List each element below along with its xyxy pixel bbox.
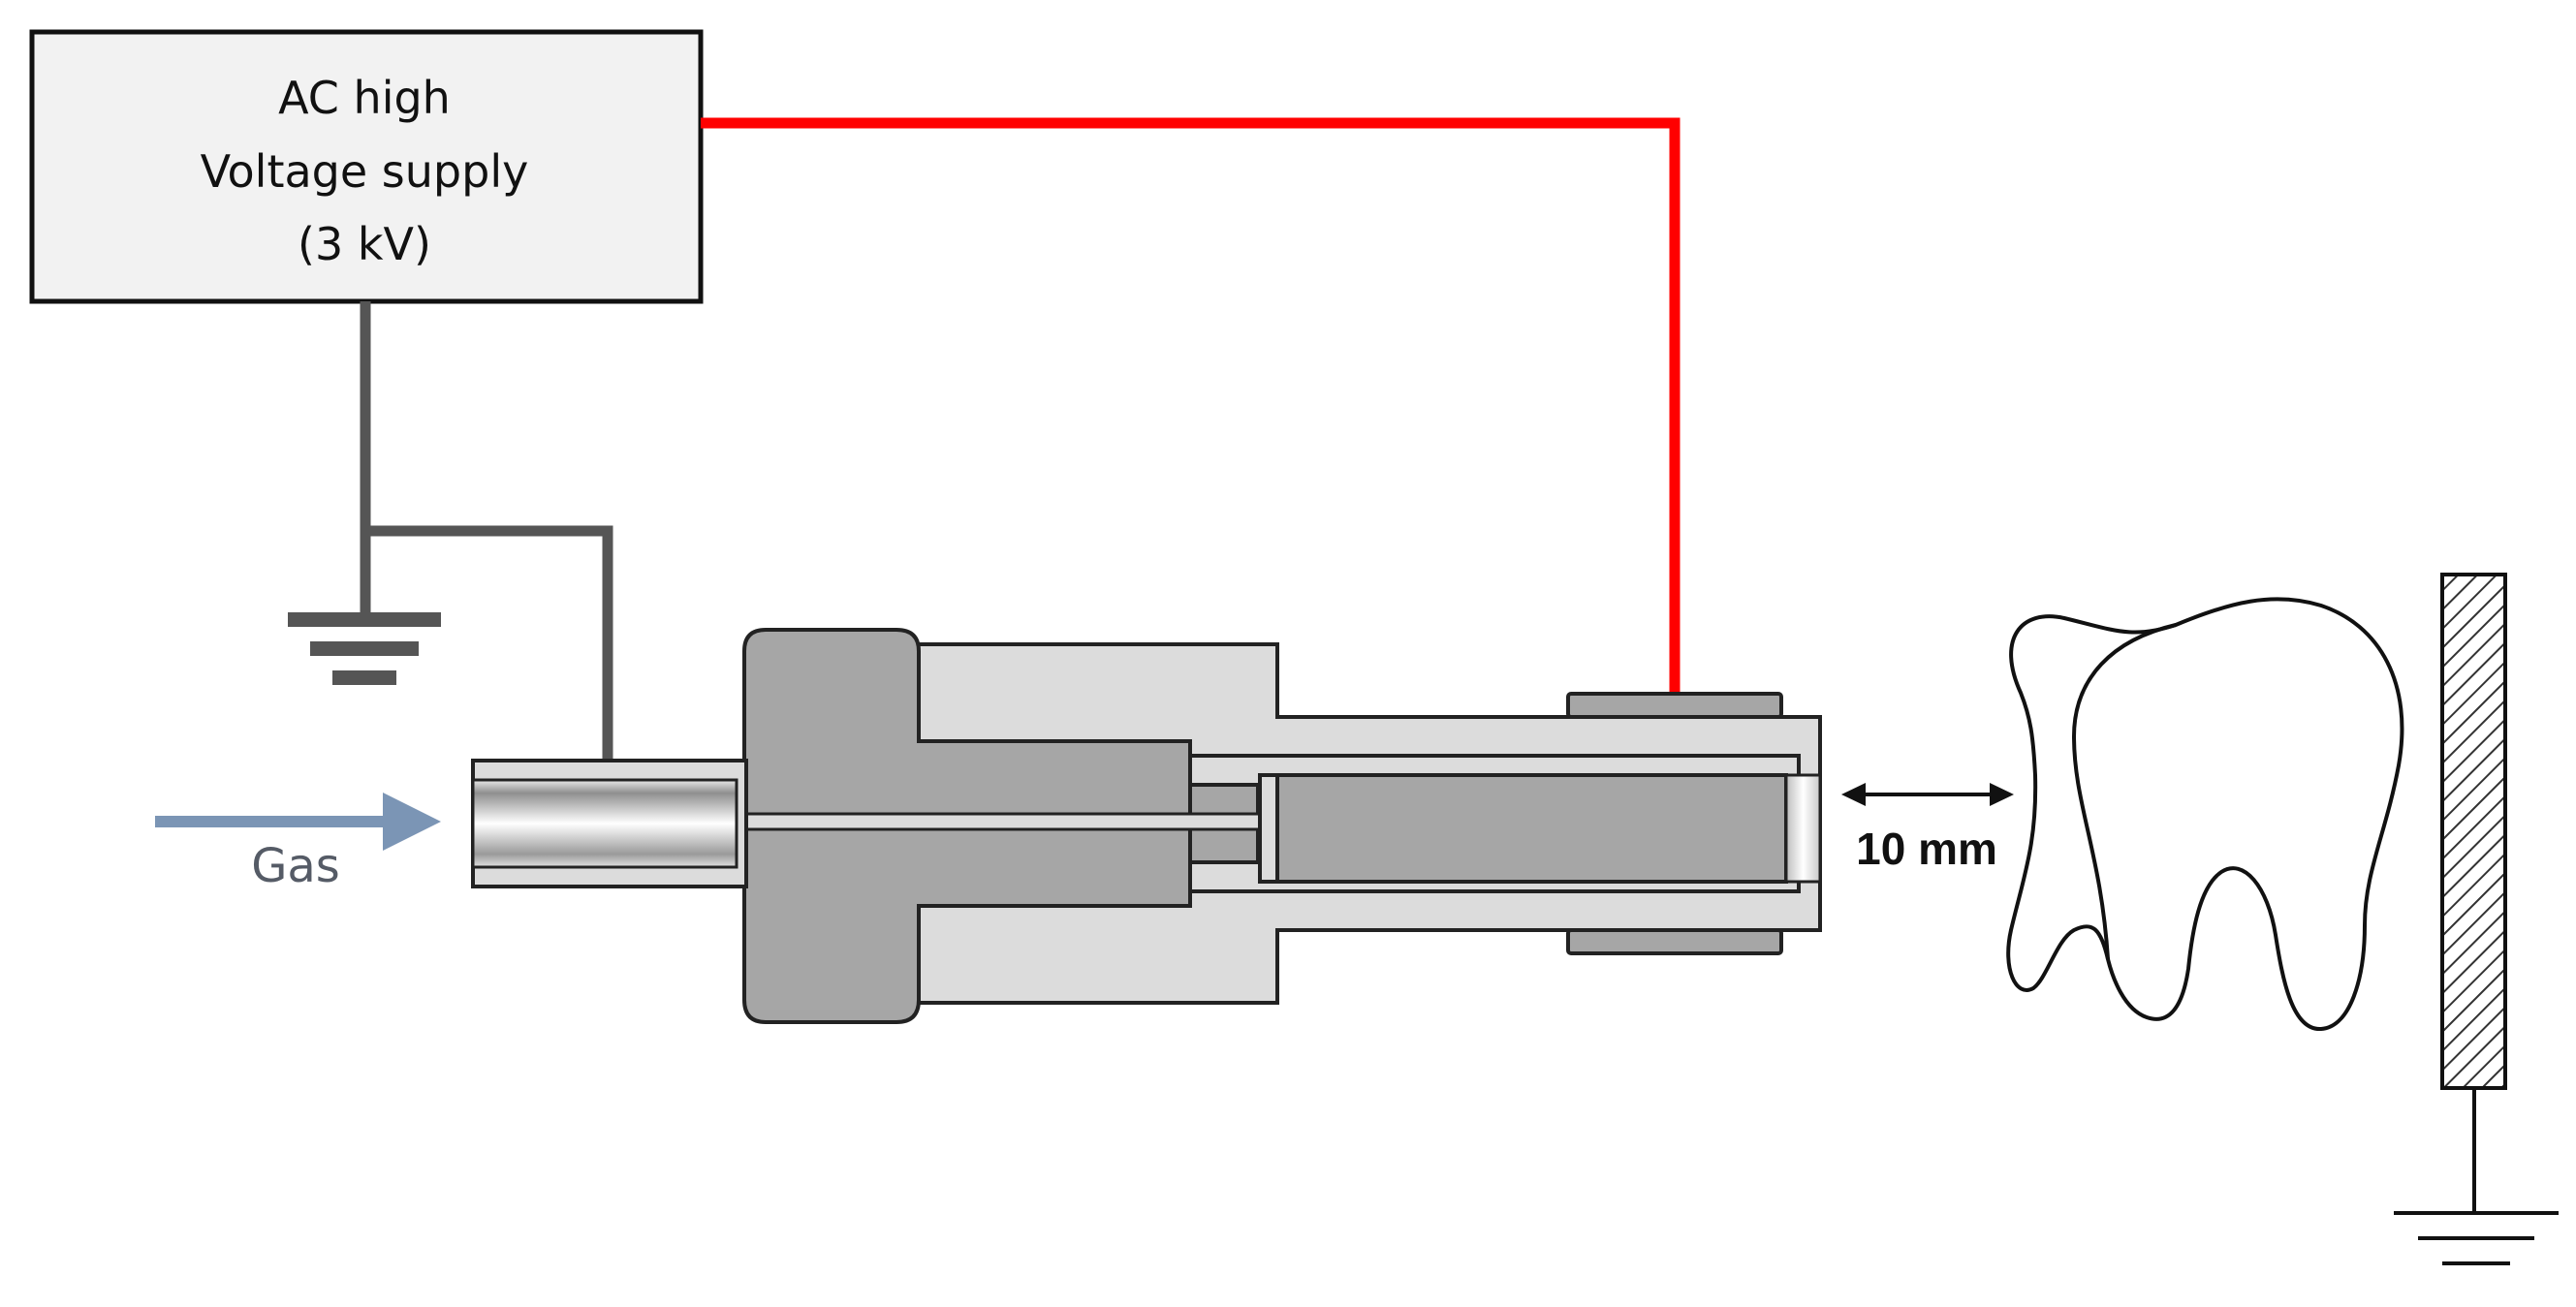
inner-electrode: [1275, 773, 1788, 884]
ground-wire-branch: [365, 525, 613, 765]
gas-arrow-icon: [155, 793, 441, 851]
double-arrow-icon: [1841, 783, 2014, 806]
high-voltage-wire: [701, 117, 1681, 696]
target-plate: [2440, 573, 2507, 1090]
power-supply-line2: Voltage supply: [201, 145, 529, 198]
disk-spacer: [1258, 773, 1279, 884]
tooth-icon: [2006, 597, 2404, 1032]
nozzle-cap: [1784, 773, 1822, 884]
ac-power-supply: AC high Voltage supply (3 kV): [29, 29, 704, 304]
gas-label: Gas: [251, 839, 340, 893]
electrode-ring-bottom: [1566, 928, 1783, 955]
power-supply-line1: AC high: [278, 72, 451, 124]
power-supply-line3: (3 kV): [298, 218, 431, 270]
distance-label: 10 mm: [1856, 824, 1997, 874]
grounded-plate-icon: [2394, 573, 2559, 1265]
plasma-jet-device: [471, 628, 1822, 1024]
ground-symbol-icon: [288, 612, 441, 685]
gas-inlet-tube-inner: [471, 778, 738, 869]
gas-channel: [735, 812, 1267, 831]
electrode-ring-top: [1566, 692, 1783, 719]
power-supply-box: [29, 29, 704, 304]
